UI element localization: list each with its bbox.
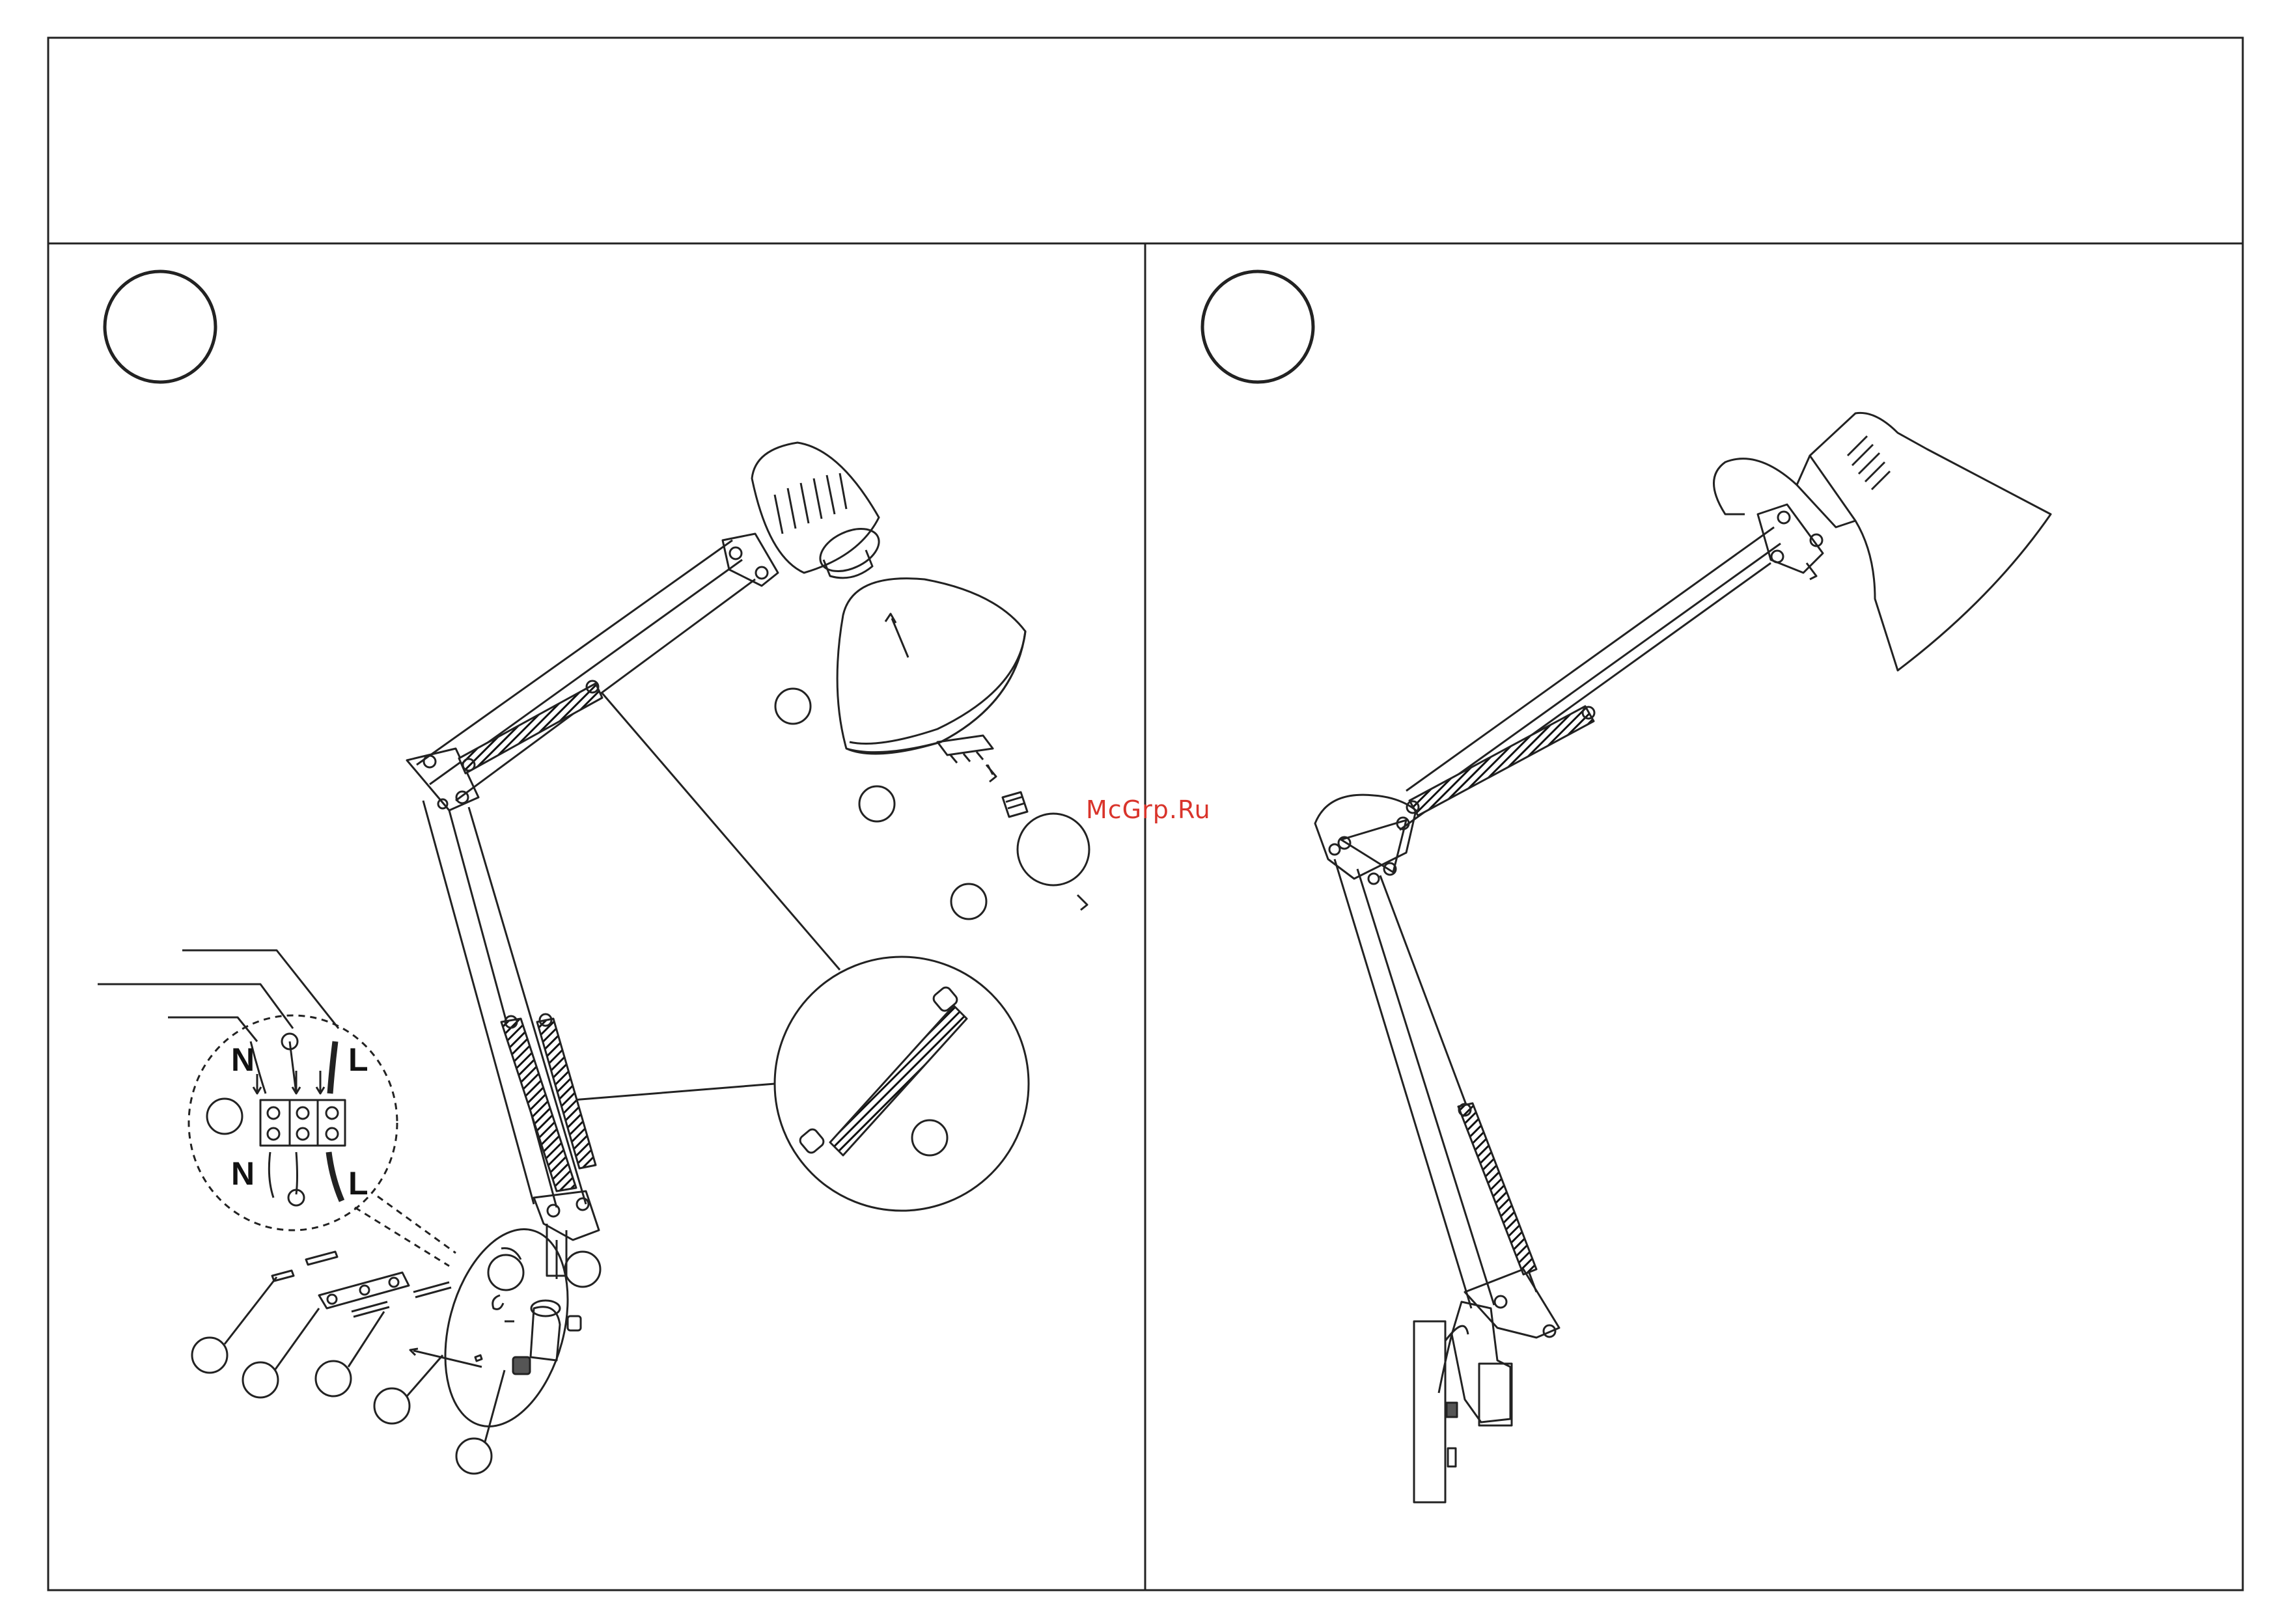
wire-label-neutral-bottom: N xyxy=(231,1155,255,1192)
assembled-lamp-drawing xyxy=(1315,413,2051,1502)
step-1-circle xyxy=(105,271,215,382)
step-2-circle xyxy=(1202,271,1313,382)
wire-label-live-top: L xyxy=(348,1041,368,1078)
wire-label-live-bottom: L xyxy=(348,1165,368,1202)
wire-label-neutral-top: N xyxy=(231,1041,255,1078)
watermark-text: McGrp.Ru xyxy=(1086,795,1211,824)
exploded-lamp-drawing xyxy=(98,443,1089,1474)
